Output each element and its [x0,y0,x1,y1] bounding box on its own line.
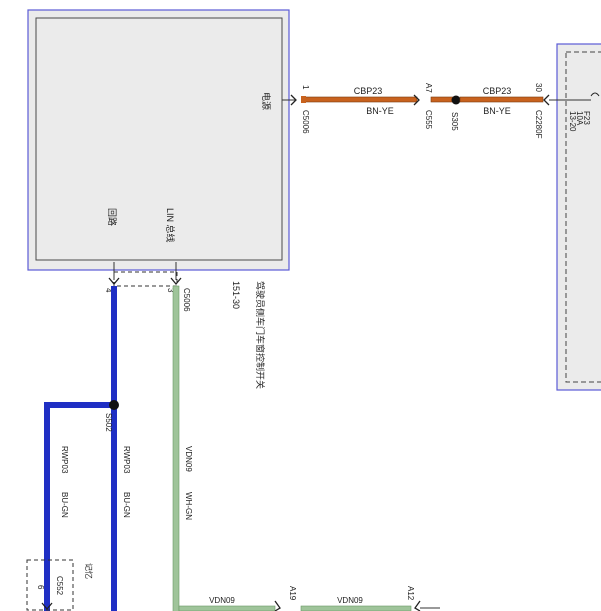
wire-vdn09-vertical-color: WH-GN [184,492,193,520]
right-module-outer-box[interactable] [556,43,601,391]
connector-c552-name: C552 [55,576,64,596]
connector-c2280f-pin: 30 [534,83,543,92]
pin-label-ground: 回路 [107,208,118,226]
wire-rwp03-right-color: BU-GN [122,492,131,518]
module-inner-box [35,17,283,261]
splice-s502[interactable] [109,400,119,410]
wire-cbp23-a-start-cap [301,96,306,103]
connector-a12-label: A12 [406,586,415,601]
splice-s305-label: S305 [450,112,459,131]
wire-rwp03-left-code: RWP03 [60,446,69,474]
connector-c552-pin: 6 [36,585,45,590]
connector-c5006-pin3-label: 3 [166,288,175,293]
connector-c552-note: 记忆 [84,563,94,579]
wire-rwp03-branch[interactable] [44,402,114,408]
wire-c555-s305-segment[interactable] [430,96,455,103]
connector-c5006-pin3-arrow[interactable] [170,277,182,286]
connector-c5006-pin4-label: 4 [104,288,113,293]
wire-cbp23-b-code: CBP23 [483,86,512,96]
module-name: 驾驶员侧车门车窗控制开关 [255,281,266,389]
fuse-symbol [590,92,600,97]
right-module-amp: 10A [575,111,584,126]
wire-rwp03-left[interactable] [44,402,50,611]
connector-c5006-bottom-name: C5006 [182,288,191,312]
wire-vdn09-vertical-code: VDN09 [184,446,193,472]
connector-c555-pin: A7 [424,83,433,93]
wire-vdn09-bottom-b-code: VDN09 [337,596,363,605]
wire-cbp23-a-color: BN-YE [366,106,394,116]
right-module-fuse: F23 [582,111,591,125]
connector-c5006-pin4-arrow[interactable] [108,277,120,286]
connector-c2280f-arrow[interactable] [543,94,550,106]
connector-a19-arrow[interactable] [274,600,281,611]
module-ref: 151-30 [231,281,241,309]
wire-cbp23-b[interactable] [459,96,544,103]
wire-cbp23-b-color: BN-YE [483,106,511,116]
connector-c5006-top-pin: 1 [301,85,310,90]
connector-c5006-top-arrow[interactable] [290,94,297,106]
connector-c5006-bottom-dashed[interactable] [113,271,178,287]
right-module-ref: 13-20 [568,111,577,132]
pin-label-lin: LIN 总线 [165,208,176,243]
splice-s502-label: S502 [104,413,113,432]
wire-vdn09-bottom-b[interactable] [300,605,412,611]
wire-vdn09-vertical[interactable] [172,285,180,611]
connector-c552-dashed[interactable] [26,559,74,611]
wire-vdn09-bottom-a[interactable] [178,605,276,611]
connector-a19-label: A19 [288,586,297,601]
wire-rwp03-right-code: RWP03 [122,446,131,474]
splice-s305[interactable] [451,95,461,105]
right-module-inner-box [565,51,601,383]
connector-c2280f-name: C2280F [534,110,543,139]
pin-label-power: 电源 [261,92,272,110]
wire-vdn09-bottom-a-code: VDN09 [209,596,235,605]
connector-c552-arrow[interactable] [41,602,53,611]
connector-c555-arrow[interactable] [413,94,420,106]
connector-c555-name: C555 [424,110,433,130]
connector-a12-arrow[interactable] [414,600,421,611]
wire-cbp23-a[interactable] [304,96,418,103]
wire-cbp23-a-code: CBP23 [354,86,383,96]
module-outer-box[interactable] [27,9,290,271]
wire-rwp03-right[interactable] [111,286,117,611]
connector-c5006-top-name: C5006 [301,110,310,134]
wire-rwp03-left-color: BU-GN [60,492,69,518]
